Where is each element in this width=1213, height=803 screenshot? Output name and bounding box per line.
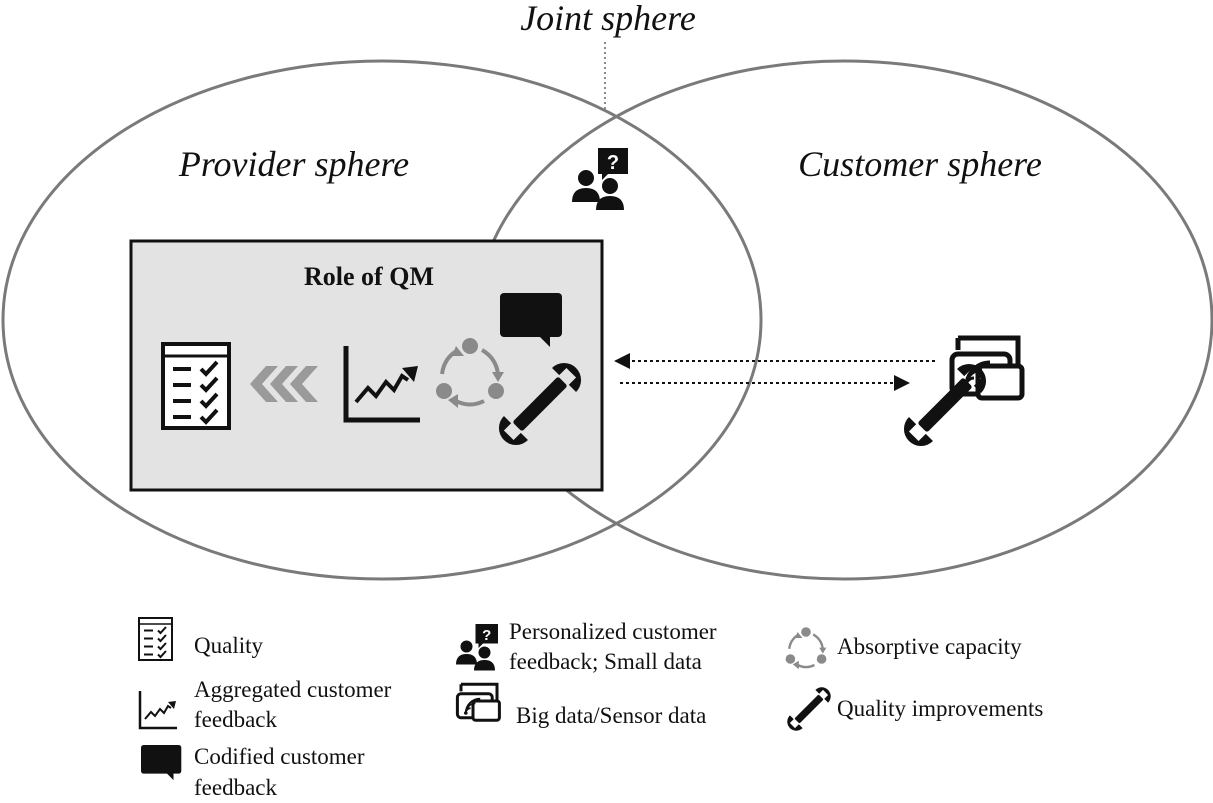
legend-personalized-label-2: feedback; Small data — [509, 649, 702, 674]
provider-sphere-label: Provider sphere — [178, 144, 409, 184]
legend-personalized-label-1: Personalized customer — [509, 619, 717, 644]
legend-codified-label-2: feedback — [194, 775, 277, 800]
legend-aggregated-label-2: feedback — [194, 707, 277, 732]
customer-sphere-label: Customer sphere — [798, 144, 1042, 184]
provider-sphere-ellipse — [1, 59, 763, 581]
legend-personalized-icon — [456, 624, 498, 671]
legend-improvements-icon — [783, 683, 835, 735]
chevrons-left-icon — [250, 366, 318, 402]
quality-checklist-icon — [161, 342, 231, 430]
legend-codified-icon — [141, 745, 182, 781]
legend-codified-label-1: Codified customer — [194, 744, 365, 769]
joint-sphere-label: Joint sphere — [520, 0, 696, 38]
legend-quality-icon — [138, 617, 173, 661]
personalized-feedback-icon — [572, 148, 628, 210]
legend-improvements-label: Quality improvements — [837, 696, 1043, 721]
legend-quality-label: Quality — [194, 633, 263, 658]
legend: Quality Aggregated customer feedback Cod… — [138, 617, 1043, 800]
legend-aggregated-label-1: Aggregated customer — [194, 677, 392, 702]
legend-absorptive-label: Absorptive capacity — [837, 634, 1022, 659]
legend-aggregated-icon — [138, 689, 179, 730]
legend-big-data-icon — [455, 682, 501, 722]
legend-absorptive-icon — [784, 626, 828, 671]
customer-wrench-icon — [896, 356, 994, 454]
role-of-qm-title: Role of QM — [304, 262, 434, 291]
legend-big-data-label: Big data/Sensor data — [516, 703, 706, 728]
